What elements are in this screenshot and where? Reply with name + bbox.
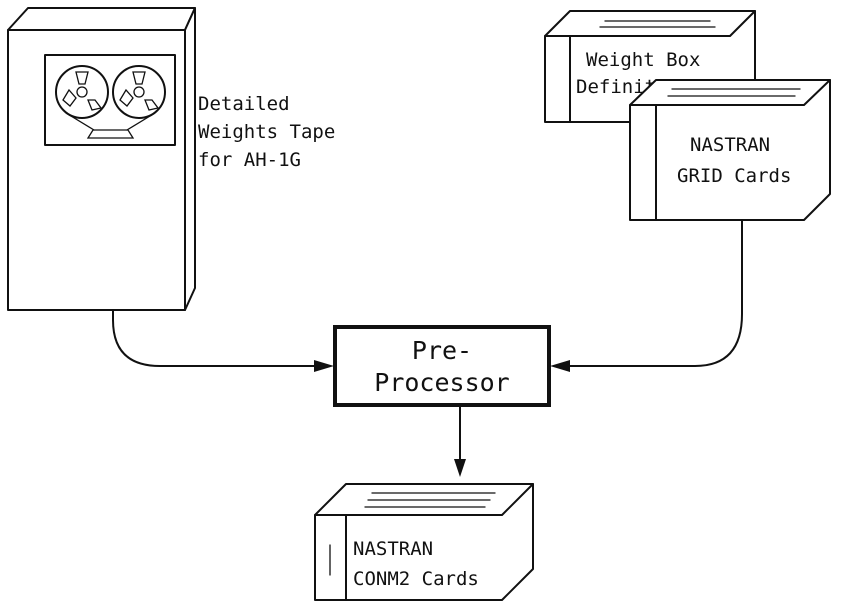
grid-cards-label-line-1: NASTRAN bbox=[690, 134, 770, 156]
tape-reel-left-icon bbox=[55, 65, 109, 119]
tape-label-line-1: Detailed bbox=[198, 93, 290, 115]
weight-box-label-line-1: Weight Box bbox=[586, 49, 700, 71]
preprocessor-box bbox=[333, 325, 551, 407]
arrowhead-grid-to-preprocessor bbox=[550, 360, 570, 372]
arrowhead-preprocessor-to-conm2 bbox=[454, 459, 466, 477]
card-deck-grid-cards-icon bbox=[629, 79, 831, 221]
preprocessor-label-line-2: Processor bbox=[374, 368, 509, 397]
card-deck-conm2-cards-icon bbox=[314, 483, 534, 601]
conm2-cards-label-line-1: NASTRAN bbox=[353, 538, 433, 560]
flow-line-grid-to-preprocessor bbox=[561, 219, 743, 367]
tape-label-line-2: Weights Tape bbox=[198, 121, 335, 143]
tape-drive-icon bbox=[7, 7, 196, 311]
tape-reel-right-icon bbox=[112, 65, 166, 119]
preprocessor-label-line-1: Pre- bbox=[412, 336, 472, 365]
flow-line-tape-to-preprocessor bbox=[112, 309, 323, 367]
tape-label-line-3: for AH-1G bbox=[198, 149, 301, 171]
grid-cards-label-line-2: GRID Cards bbox=[677, 165, 791, 187]
conm2-cards-label-line-2: CONM2 Cards bbox=[353, 568, 479, 590]
arrowhead-tape-to-preprocessor bbox=[314, 360, 334, 372]
